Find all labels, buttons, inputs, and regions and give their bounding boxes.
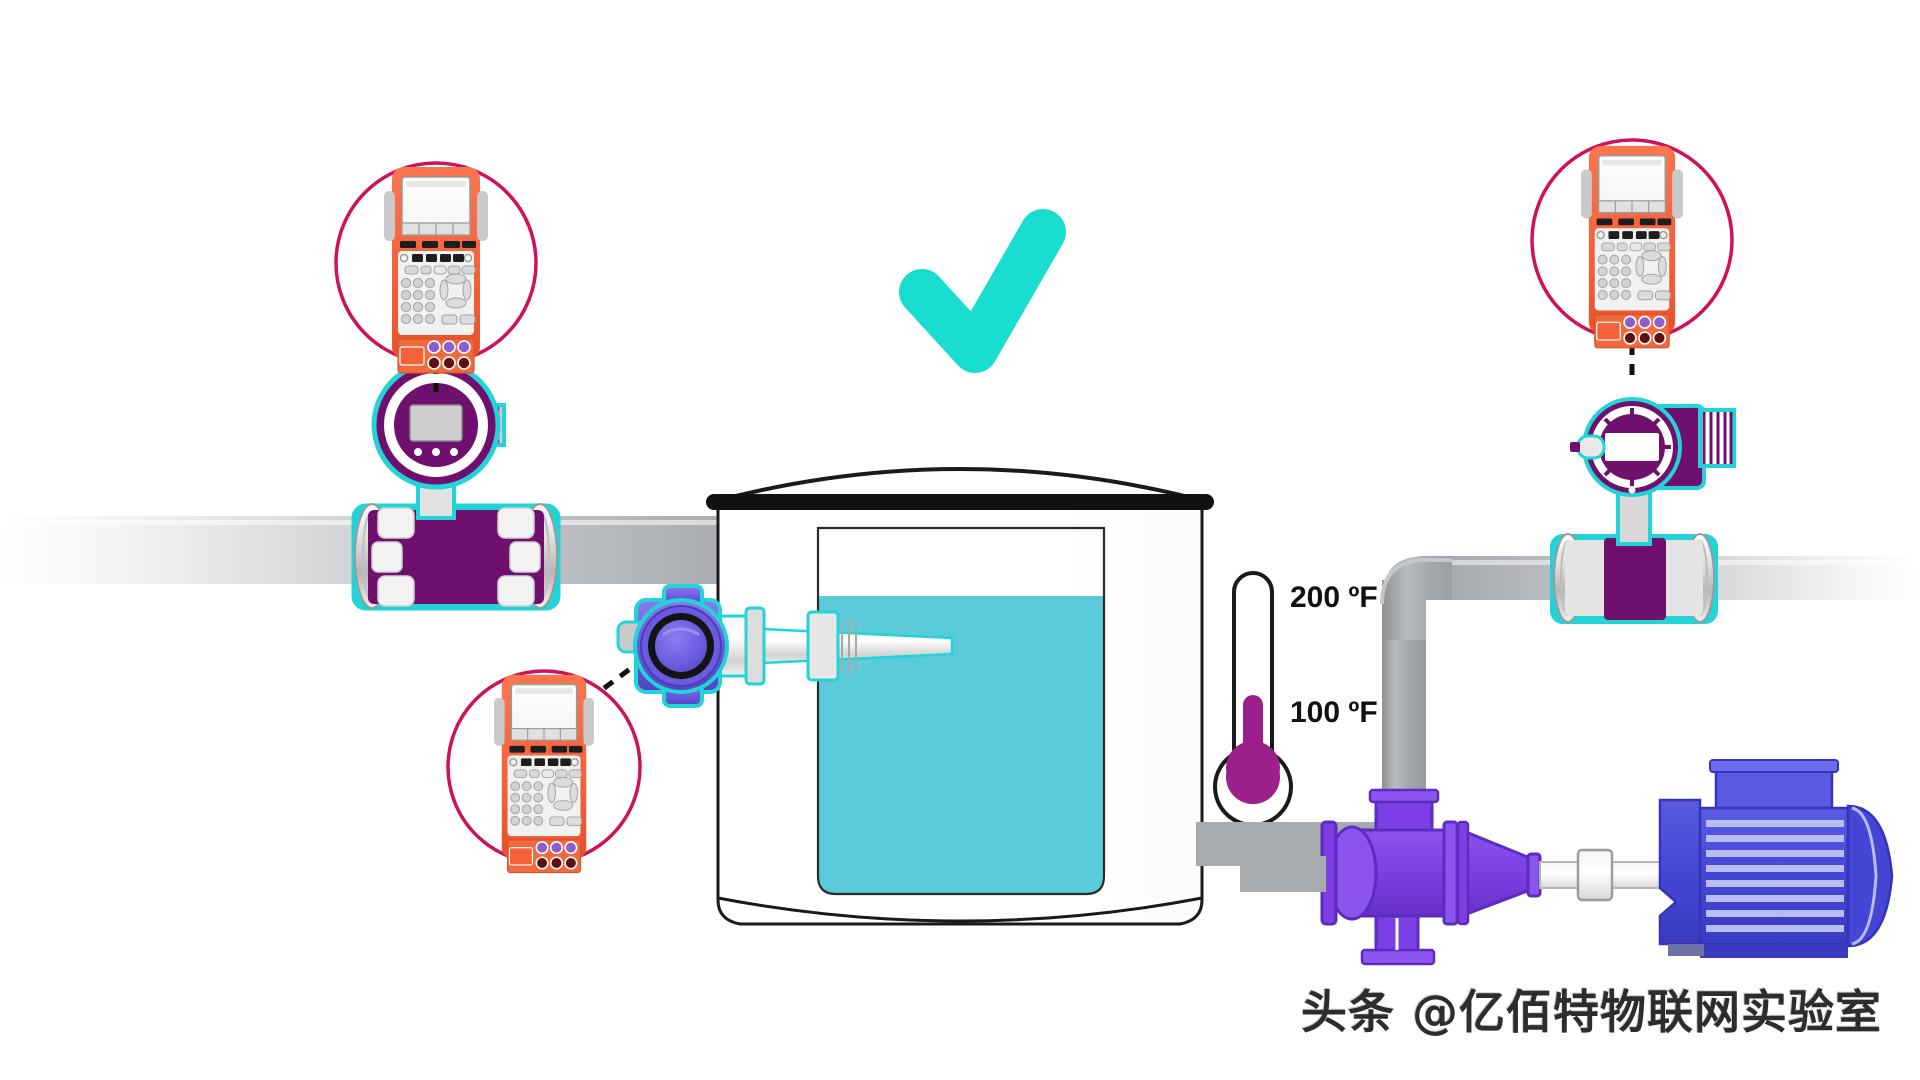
calibrator-terminals: [397, 338, 475, 374]
calibrator-keypad: [1596, 230, 1671, 301]
electric-motor: [1658, 759, 1894, 958]
outlet-flow-meter[interactable]: [1550, 397, 1736, 624]
calibrator-inlet-flow[interactable]: [334, 161, 538, 392]
thermometer-label-upper: 200 ºF: [1290, 581, 1378, 614]
level-transmitter[interactable]: [616, 584, 954, 708]
tank-lid: [706, 494, 1214, 510]
pump-motor-coupling: [1539, 848, 1667, 902]
calibrator-softkeys: [509, 745, 583, 753]
tank-dome: [711, 467, 1209, 504]
calibrator-keypad: [509, 758, 582, 827]
flange-bolts: [371, 507, 541, 607]
thermometer-label-lower: 100 ºF: [1290, 696, 1378, 729]
tank-bottom: [717, 896, 1203, 923]
calibrator-softkeys: [400, 241, 476, 248]
tank-inner-wall: [816, 526, 1106, 896]
flow-meter-display: [1605, 433, 1659, 461]
centrifugal-pump: [1240, 788, 1542, 966]
motor-cooling-fins: [1706, 820, 1844, 932]
calibrator-terminals: [506, 839, 582, 874]
inlet-flow-meter[interactable]: [351, 360, 561, 611]
temperature-gauge: 200 ºF 100 ºF: [1213, 571, 1378, 827]
calibrator-level[interactable]: [446, 663, 642, 874]
storage-tank: [706, 467, 1214, 926]
calibrator-softkeys: [1596, 218, 1672, 226]
transmitter-housing: [616, 584, 729, 708]
conduit-connector: [1698, 408, 1736, 468]
flow-meter-display: [409, 404, 463, 442]
calibrator-terminals: [1594, 313, 1670, 349]
checkmark-icon: [899, 209, 1066, 373]
tank-liquid: [818, 596, 1104, 894]
watermark-text: 头条 @亿佰特物联网实验室: [1300, 985, 1882, 1039]
calibrator-outlet-flow[interactable]: [1530, 138, 1734, 378]
calibrator-keypad: [399, 253, 476, 325]
